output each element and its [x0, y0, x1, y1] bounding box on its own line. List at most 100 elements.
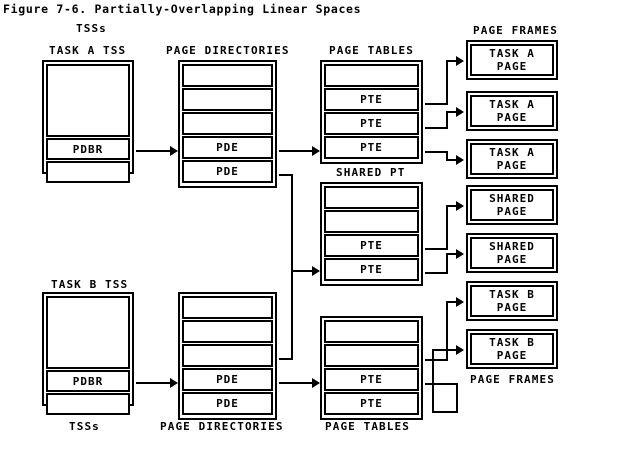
page-frame-6: TASK B PAGE — [466, 329, 558, 369]
label-shared-pt: SHARED PT — [336, 166, 406, 179]
page-frame-line2: PAGE — [496, 111, 528, 124]
connector-pte-a3-h1 — [425, 151, 448, 153]
shared-pt-cell-pte2: PTE — [324, 258, 419, 281]
arrowhead-spte2-to-frame-4 — [456, 249, 464, 259]
pt-b-cell-pte1: PTE — [324, 368, 419, 391]
connector-pte-b1-h2 — [446, 301, 460, 303]
connector-pde-a2-v — [291, 174, 293, 272]
arrowhead-spte1-to-frame-3 — [456, 201, 464, 211]
label-page-directories-bottom: PAGE DIRECTORIES — [160, 420, 284, 433]
page-table-a-block: PTE PTE PTE — [320, 60, 423, 164]
connector-pte-a3-h2 — [446, 159, 460, 161]
connector-spte2-h1 — [425, 272, 448, 274]
arrowhead-pde-a2-to-shared-pt — [312, 266, 320, 276]
connector-pte-b2-h1 — [425, 383, 458, 385]
page-frame-3: SHARED PAGE — [466, 185, 558, 225]
arrowhead-pte-a3-to-frame-2 — [456, 155, 464, 165]
arrowhead-pde-b1-to-pt-b — [312, 378, 320, 388]
connector-pde-a2-h1 — [279, 174, 293, 176]
page-frame-inner: TASK A PAGE — [470, 44, 554, 76]
label-task-b-tss: TASK B TSS — [51, 278, 129, 291]
connector-pte-a1-v — [446, 60, 448, 105]
pd-a-cell-empty1 — [182, 64, 273, 87]
connector-pte-b2-v2 — [432, 349, 434, 413]
pd-b-cell-pde2: PDE — [182, 392, 273, 415]
label-tss-top: TSSs — [76, 22, 107, 35]
page-frame-line1: TASK B — [489, 288, 535, 301]
connector-pte-a2-v — [446, 111, 448, 129]
page-frame-line2: PAGE — [496, 159, 528, 172]
page-frame-line1: TASK A — [489, 146, 535, 159]
page-frame-inner: SHARED PAGE — [470, 237, 554, 269]
arrowhead-pte-b2-to-frame-6 — [456, 345, 464, 355]
arrowhead-pte-a1-to-frame-0 — [456, 56, 464, 66]
page-frame-line1: TASK B — [489, 336, 535, 349]
pd-a-cell-empty3 — [182, 112, 273, 135]
page-frame-line1: TASK A — [489, 98, 535, 111]
page-frame-5: TASK B PAGE — [466, 281, 558, 321]
task-a-tss-block: PDBR — [42, 60, 134, 183]
tss-cell-empty2 — [46, 161, 130, 183]
page-frame-line2: PAGE — [496, 349, 528, 362]
connector-pte-b2-h3 — [432, 349, 460, 351]
arrowhead-pte-a2-to-frame-1 — [456, 107, 464, 117]
label-page-directories-top: PAGE DIRECTORIES — [166, 44, 290, 57]
pd-b-cell-empty2 — [182, 320, 273, 343]
page-frame-line2: PAGE — [496, 205, 528, 218]
shared-pt-cell-empty1 — [324, 186, 419, 209]
connector-pde-b2-h1 — [279, 358, 293, 360]
pt-b-cell-empty2 — [324, 344, 419, 367]
page-frame-0: TASK A PAGE — [466, 40, 558, 80]
shared-pt-cell-empty2 — [324, 210, 419, 233]
arrowhead-pdbr-a-to-pde — [170, 146, 178, 156]
page-frame-2: TASK A PAGE — [466, 139, 558, 179]
connector-pdbr-b-to-pde — [136, 382, 172, 384]
connector-pde-b1-h — [279, 382, 314, 384]
connector-pte-a2-h1 — [425, 127, 448, 129]
connector-pte-a2-h2 — [446, 111, 460, 113]
pd-b-cell-empty1 — [182, 296, 273, 319]
connector-pte-b2-h2 — [432, 411, 458, 413]
label-page-frames-bottom: PAGE FRAMES — [470, 373, 555, 386]
connector-spte2-v — [446, 253, 448, 274]
tss-b-cell-empty — [46, 296, 130, 369]
connector-spte2-h2 — [446, 253, 460, 255]
tss-b-cell-pdbr: PDBR — [46, 370, 130, 392]
page-frame-line2: PAGE — [496, 253, 528, 266]
figure-title: Figure 7-6. Partially-Overlapping Linear… — [3, 2, 362, 16]
label-page-frames-top: PAGE FRAMES — [473, 24, 558, 37]
shared-pt-block: PTE PTE — [320, 182, 423, 286]
page-frame-line2: PAGE — [496, 301, 528, 314]
tss-cell-pdbr: PDBR — [46, 138, 130, 160]
page-table-b-block: PTE PTE — [320, 316, 423, 420]
arrowhead-pdbr-b-to-pde — [170, 378, 178, 388]
connector-pde-a2-h2 — [291, 270, 314, 272]
page-directory-a-block: PDE PDE — [178, 60, 277, 188]
connector-spte1-h2 — [446, 205, 460, 207]
page-frame-4: SHARED PAGE — [466, 233, 558, 273]
pd-b-cell-empty3 — [182, 344, 273, 367]
pd-a-cell-empty2 — [182, 88, 273, 111]
pd-a-cell-pde1: PDE — [182, 136, 273, 159]
label-page-tables-top: PAGE TABLES — [329, 44, 414, 57]
page-directory-b-block: PDE PDE — [178, 292, 277, 420]
arrowhead-pde-a1-to-pt-a — [312, 146, 320, 156]
connector-pdbr-a-to-pde — [136, 150, 172, 152]
arrowhead-pte-b1-to-frame-5 — [456, 297, 464, 307]
connector-pte-a1-h1 — [425, 103, 448, 105]
page-frame-line1: SHARED — [489, 240, 535, 253]
label-tss-bottom: TSSs — [69, 420, 100, 433]
task-b-tss-block: PDBR — [42, 292, 134, 415]
pt-a-cell-pte3: PTE — [324, 136, 419, 159]
connector-pte-b2-v1 — [456, 383, 458, 413]
connector-pte-a3-v — [446, 151, 448, 161]
pd-a-cell-pde2: PDE — [182, 160, 273, 183]
page-frame-inner: TASK B PAGE — [470, 333, 554, 365]
tss-cell-empty — [46, 64, 130, 137]
connector-spte1-h1 — [425, 248, 448, 250]
page-frame-inner: TASK A PAGE — [470, 95, 554, 127]
connector-spte1-v — [446, 205, 448, 250]
pt-b-cell-empty1 — [324, 320, 419, 343]
tss-b-cell-empty2 — [46, 393, 130, 415]
page-frame-1: TASK A PAGE — [466, 91, 558, 131]
